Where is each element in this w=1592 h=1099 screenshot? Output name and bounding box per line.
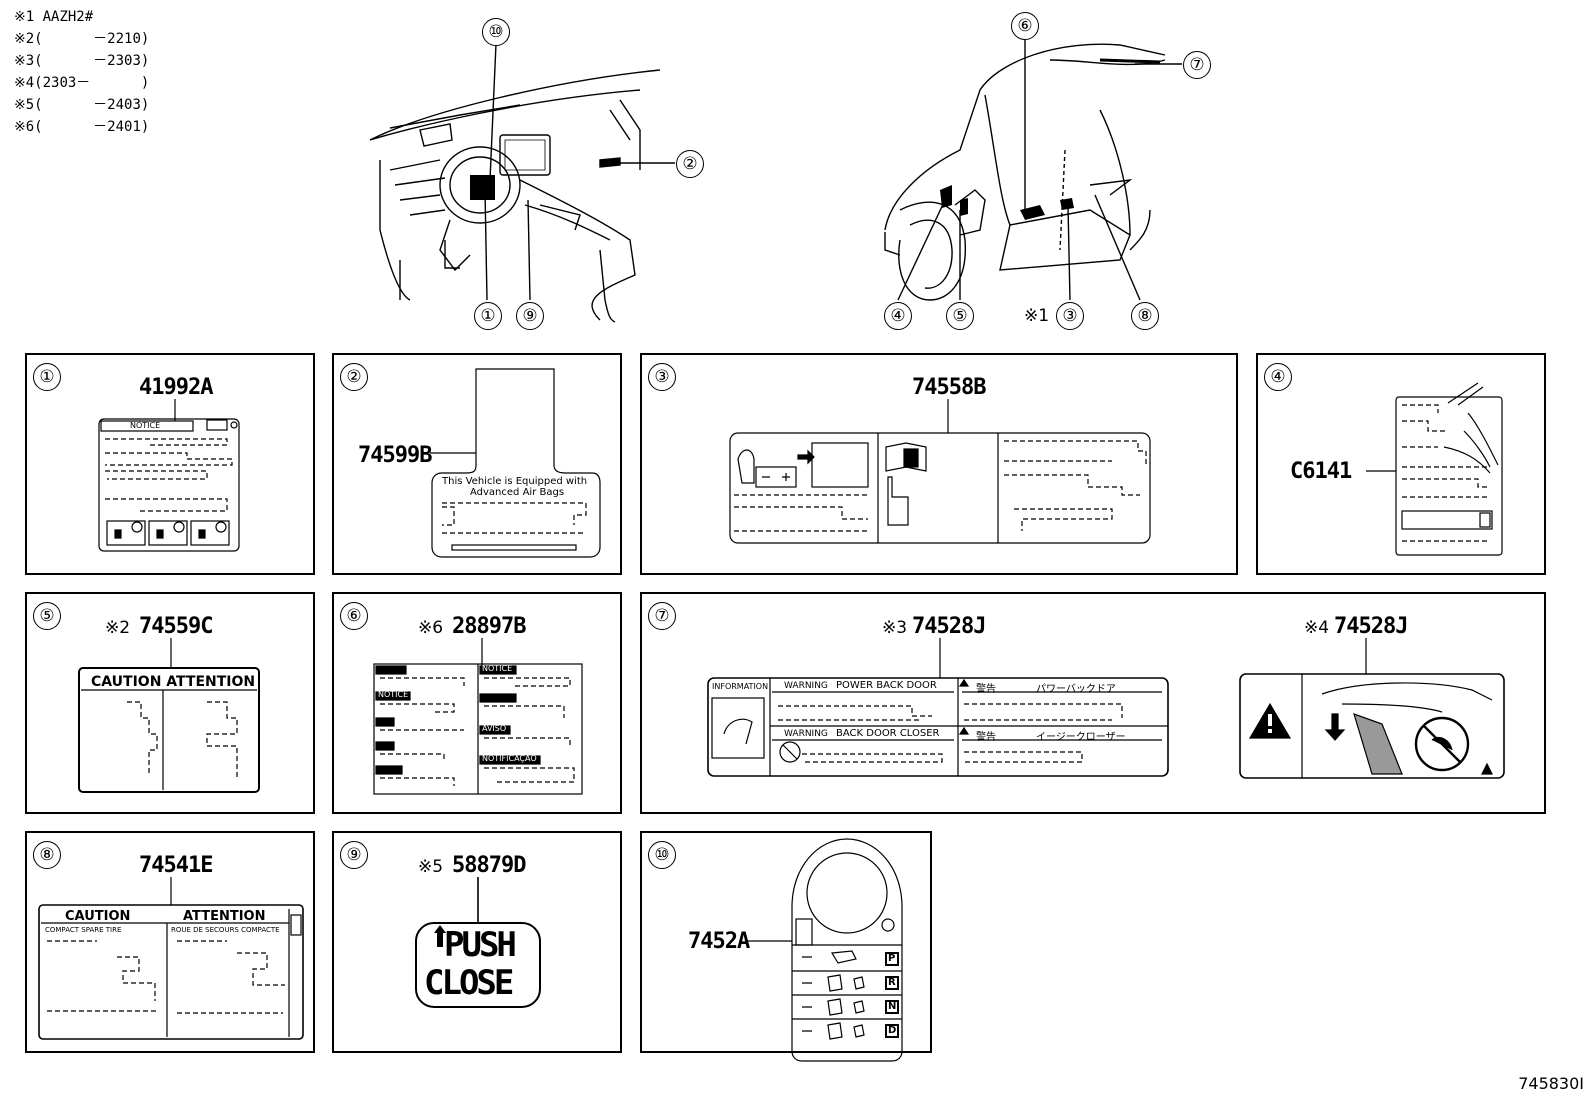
applicability-note-3: ※3	[882, 618, 908, 638]
close-text: CLOSE	[424, 963, 514, 1003]
part-number: 58879D	[452, 853, 526, 878]
part-number: 28897B	[452, 614, 526, 639]
panel-number: ⑩	[648, 841, 676, 869]
applicability-note: ※5	[418, 857, 444, 877]
airbag-notice-line-2: Advanced Air Bags	[470, 487, 565, 498]
vehicle-overview-drawing	[369, 40, 1182, 323]
part-number: 7452A	[688, 929, 750, 954]
note-line: ※3( －2303)	[14, 53, 150, 69]
panel-5-74559C[interactable]: ⑤ ※2 74559C CAUTION ATTENTION	[25, 592, 315, 814]
panel-number: ③	[648, 363, 676, 391]
notice-tag-2: NOTICE	[378, 690, 409, 699]
panel-number: ⑨	[340, 841, 368, 869]
panel-number: ②	[340, 363, 368, 391]
label-74541E-drawing	[38, 877, 304, 1040]
callout-2: ②	[676, 150, 704, 178]
notificacao-tag: NOTIFICAÇÃO	[482, 754, 537, 763]
applicability-note: ※6	[418, 618, 444, 638]
panel-6-28897B[interactable]: ⑥ ※6 28897B NOTICE NOTICE AVISO NOTIFICA…	[332, 592, 622, 814]
note-line: ※4(2303－ )	[14, 75, 150, 91]
information-tag: INFORMATION	[712, 682, 769, 691]
label-74528J-drawing	[707, 638, 1505, 779]
label-title-notice: NOTICE	[130, 421, 161, 430]
panel-number: ⑥	[340, 602, 368, 630]
part-number: 74558B	[912, 375, 986, 400]
warning-tag-1: WARNING	[784, 681, 828, 691]
power-back-door-jp: パワーバックドア	[1036, 684, 1116, 695]
aviso-tag: AVISO	[482, 724, 507, 733]
label-74559C-drawing	[78, 638, 260, 793]
caution-attention-header: CAUTION ATTENTION	[91, 674, 256, 690]
panel-2-74599B[interactable]: ② 74599B This Vehicle is Equipped with A…	[332, 353, 622, 575]
callout-5: ⑤	[946, 302, 974, 330]
part-number: C6141	[1290, 459, 1352, 484]
part-number: 74541E	[139, 853, 213, 878]
applicability-note-4: ※4	[1304, 618, 1330, 638]
callout-10: ⑩	[482, 18, 510, 46]
callout-3-note: ※1	[1024, 306, 1050, 326]
part-number: 41992A	[139, 375, 213, 400]
callout-6: ⑥	[1011, 12, 1039, 40]
panel-10-7452A[interactable]: ⑩ 7452A P R N D	[640, 831, 932, 1062]
airbag-notice-line-1: This Vehicle is Equipped with	[442, 476, 588, 487]
dashboard-drawing	[369, 69, 661, 323]
attention-header: ATTENTION	[183, 909, 266, 924]
roue-de-secours-text: ROUE DE SECOURS COMPACTE	[171, 926, 280, 934]
panel-4-C6141[interactable]: ④ C6141	[1256, 353, 1546, 575]
note-line: ※5( －2403)	[14, 97, 150, 113]
back-door-closer-text: BACK DOOR CLOSER	[836, 728, 940, 739]
caution-header: CAUTION	[65, 909, 131, 924]
gear-p: P	[888, 953, 896, 964]
panel-8-74541E[interactable]: ⑧ 74541E CAUTION ATTENTION COMPACT SPARE…	[25, 831, 315, 1053]
diagram-code: 745830I	[1518, 1074, 1584, 1093]
easy-closer-jp: イージークローザー	[1036, 732, 1126, 743]
keikoku-tag-1: 警告	[976, 684, 996, 695]
panel-number: ①	[33, 363, 61, 391]
push-text: PUSH	[444, 925, 517, 965]
part-number-3: 74528J	[912, 614, 986, 639]
panel-number: ⑦	[648, 602, 676, 630]
label-58879D-drawing	[415, 877, 541, 1008]
note-line: ※2( －2210)	[14, 31, 150, 47]
rear-vehicle-drawing	[884, 43, 1166, 301]
label-28897B-drawing	[373, 638, 583, 795]
compact-spare-tire-text: COMPACT SPARE TIRE	[45, 926, 122, 934]
note-line: ※1 AAZH2#	[14, 9, 94, 25]
applicability-notes: ※1 AAZH2# ※2( －2210) ※3( －2303) ※4(2303－…	[14, 6, 149, 138]
callout-1: ①	[474, 302, 502, 330]
callout-3: ③	[1056, 302, 1084, 330]
part-number-4: 74528J	[1334, 614, 1408, 639]
panel-number: ⑧	[33, 841, 61, 869]
gear-r: R	[888, 977, 896, 988]
callout-7: ⑦	[1183, 51, 1211, 79]
label-74558B-drawing	[729, 399, 1151, 544]
panel-3-74558B[interactable]: ③ 74558B	[640, 353, 1238, 575]
panel-1-41992A[interactable]: ① 41992A NOTICE	[25, 353, 315, 575]
label-C6141-drawing	[1366, 382, 1503, 556]
gear-d: D	[888, 1025, 897, 1036]
keikoku-tag-2: 警告	[976, 732, 996, 743]
label-41992A-drawing	[98, 399, 240, 552]
part-number: 74559C	[139, 614, 213, 639]
callout-8: ⑧	[1131, 302, 1159, 330]
note-line: ※6( －2401)	[14, 119, 150, 135]
applicability-note: ※2	[105, 618, 131, 638]
power-back-door-text: POWER BACK DOOR	[836, 680, 937, 691]
notice-tag-1: NOTICE	[482, 664, 513, 673]
panel-9-58879D[interactable]: ⑨ ※5 58879D PUSH CLOSE	[332, 831, 622, 1053]
gear-n: N	[888, 1001, 897, 1012]
panel-number: ⑤	[33, 602, 61, 630]
warning-tag-2: WARNING	[784, 729, 828, 739]
part-number: 74599B	[358, 443, 432, 468]
label-74599B-drawing	[430, 368, 601, 558]
panel-number: ④	[1264, 363, 1292, 391]
callout-9: ⑨	[516, 302, 544, 330]
label-7452A-drawing	[746, 838, 903, 1062]
panel-7-74528J[interactable]: ⑦ ※3 74528J ※4 74528J INFORMA	[640, 592, 1546, 814]
callout-4: ④	[884, 302, 912, 330]
